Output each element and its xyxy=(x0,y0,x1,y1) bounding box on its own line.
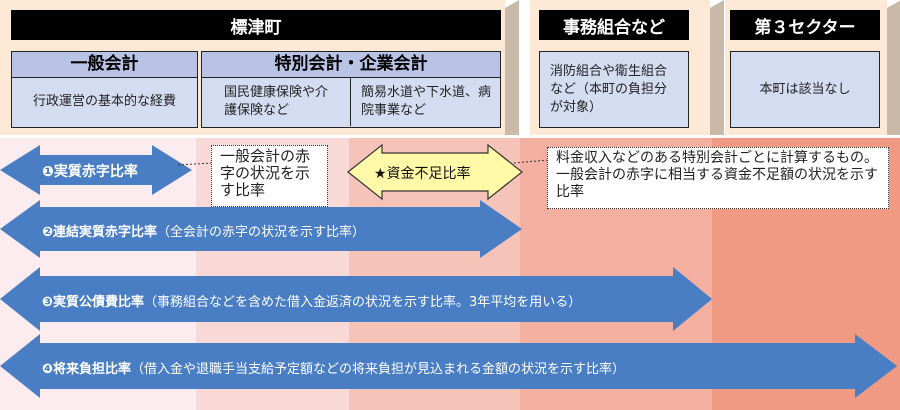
ratio-4-label: ❹将来負担比率（借入金や退職手当支給予定額などの将来負担が見込まれる金額の状況を… xyxy=(42,358,625,377)
panel-shade xyxy=(887,0,900,135)
panel-shade xyxy=(710,0,724,135)
arrow-3 xyxy=(0,267,712,331)
ratio-2-desc: （全会計の赤字の状況を示す比率） xyxy=(157,225,366,240)
ratio-4-name: ❹将来負担比率 xyxy=(42,362,132,377)
fund-note: 料金収入などのある特別会計ごとに計算するもの。一般会計の赤字に相当する資金不足額… xyxy=(547,147,889,209)
union-title: 事務組合など xyxy=(539,10,689,40)
callout-line xyxy=(177,162,213,166)
general-header: 一般会計 xyxy=(12,52,197,78)
fund-arrow xyxy=(347,143,523,201)
third-title: 第３セクター xyxy=(730,10,880,40)
ratio-3-label: ❸実質公債費比率（事務組合などを含めた借入金返済の状況を示す比率。3年平均を用い… xyxy=(42,291,581,310)
special-account-box: 特別会計・企業会計 国民健康保険や介護保険など 簡易水道や下水道、病院事業など xyxy=(201,51,501,128)
third-desc: 本町は該当なし xyxy=(730,51,880,128)
ratio-4-desc: （借入金や退職手当支給予定額などの将来負担が見込まれる金額の状況を示す比率） xyxy=(131,362,626,377)
arrow-4 xyxy=(0,334,897,398)
union-desc: 消防組合や衛生組合など（本町の負担分が対象） xyxy=(539,51,689,128)
arrow-1 xyxy=(0,145,192,195)
special-header: 特別会計・企業会計 xyxy=(202,52,500,78)
general-account-box: 一般会計 行政運営の基本的な経費 xyxy=(11,51,198,128)
ratio-2-name: ❷連結実質赤字比率 xyxy=(42,225,158,240)
ratio-1-note: 一般会計の赤字の状況を示す比率 xyxy=(211,145,328,207)
special-desc-2: 簡易水道や下水道、病院事業など xyxy=(361,85,492,118)
general-desc: 行政運営の基本的な経費 xyxy=(32,94,176,109)
ratio-2-label: ❷連結実質赤字比率（全会計の赤字の状況を示す比率） xyxy=(42,221,365,240)
special-desc-1: 国民健康保険や介護保険など xyxy=(202,78,351,126)
panel-shade xyxy=(505,0,519,135)
fund-label: ★資金不足比率 xyxy=(374,166,471,182)
ratio-3-name: ❸実質公債費比率 xyxy=(42,295,145,310)
callout-line xyxy=(513,159,549,164)
town-title: 標津町 xyxy=(11,10,501,40)
ratio-3-desc: （事務組合などを含めた借入金返済の状況を示す比率。3年平均を用いる） xyxy=(144,295,582,310)
arrow-2 xyxy=(0,200,522,258)
ratio-1-label: ❶実質赤字比率 xyxy=(42,164,138,180)
